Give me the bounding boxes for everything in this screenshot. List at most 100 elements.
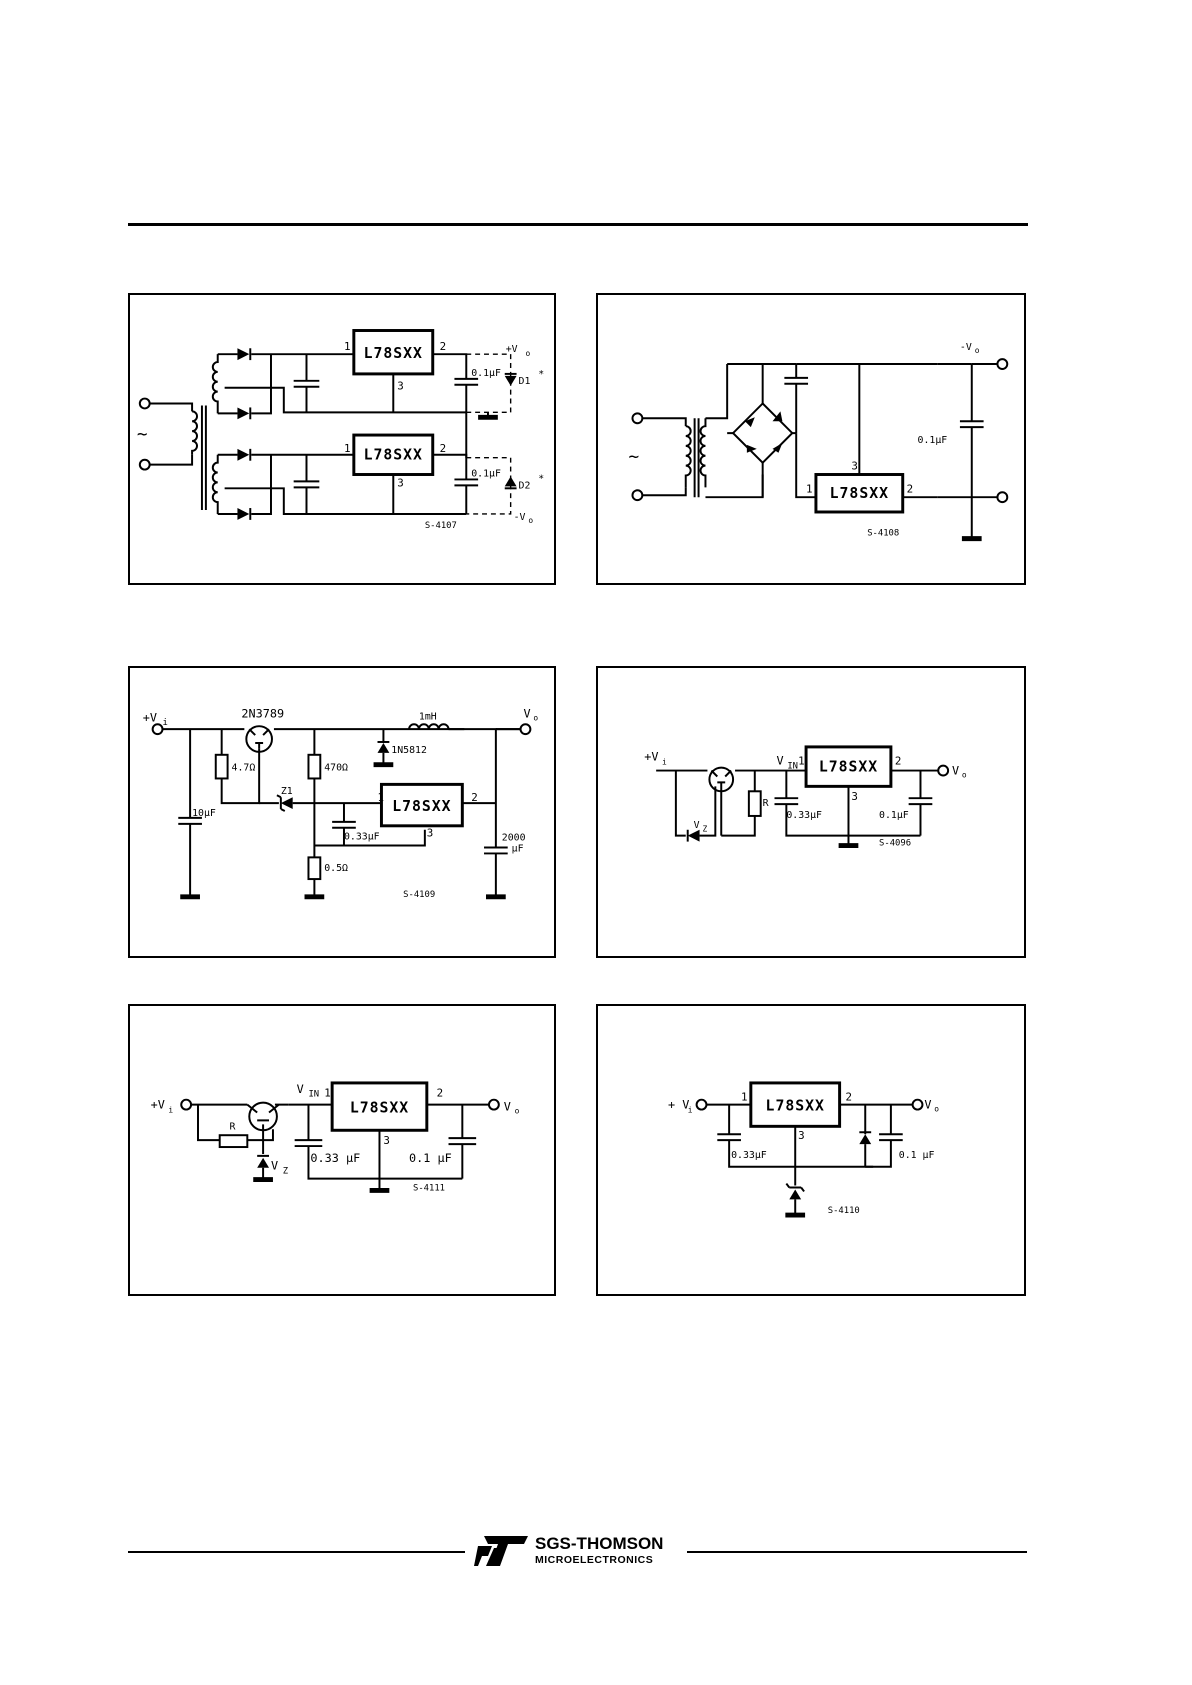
vin-label: V [776, 754, 783, 768]
regulator [749, 1081, 842, 1128]
vo-label: V [952, 764, 959, 778]
zener-z1 [280, 797, 293, 810]
out-neg-sub: o [528, 516, 533, 525]
regulator-label: L78SXX [766, 1098, 825, 1115]
pin3-bottom: 3 [397, 476, 404, 489]
output-terminal-neg [996, 358, 1009, 370]
diode-d-top1 [237, 348, 250, 361]
vo-sub: o [934, 1105, 939, 1114]
vi-label: +V [151, 1098, 165, 1112]
pin2: 2 [846, 1091, 853, 1104]
vo-label: V [924, 1098, 931, 1112]
vi-label: + V [668, 1098, 689, 1112]
input-terminal [695, 1098, 708, 1111]
brand-subtitle: MICROELECTRONICS [535, 1554, 654, 1566]
out-neg-sub: o [975, 346, 980, 355]
diode-label: 1N5812 [391, 745, 427, 756]
d1-star: * [538, 369, 544, 380]
pin3: 3 [427, 827, 434, 840]
vi-label: +V [143, 710, 157, 724]
cap-10uF [178, 729, 202, 897]
regulator [379, 782, 464, 828]
pin1: 1 [741, 1091, 748, 1104]
figure-code: S-4107 [425, 521, 457, 531]
out-pos-sub: o [525, 349, 530, 358]
cap-0.33-label: 0.33µF [786, 810, 822, 821]
reservoir-capacitor [784, 364, 809, 434]
cap-2000-unit: µF [512, 843, 524, 854]
figure-code: S-4108 [867, 529, 899, 539]
resistor-r [747, 790, 762, 817]
cap-2000uF [484, 846, 508, 855]
resistor-r [218, 1134, 249, 1149]
pin2: 2 [907, 482, 914, 495]
output-terminal [487, 1098, 500, 1111]
figure-code: S-4096 [879, 839, 911, 849]
vin-label: V [297, 1082, 304, 1096]
pin3: 3 [851, 790, 858, 803]
inductor-label: 1mH [419, 711, 437, 722]
vin-sub: IN [787, 762, 798, 772]
regulator [330, 1081, 429, 1132]
regulator-label: L78SXX [350, 1100, 409, 1117]
cap-0.1-label: 0.1µF [879, 810, 909, 821]
pin3-top: 3 [397, 380, 404, 393]
vz-sub: Z [283, 1167, 289, 1177]
resistor-0.5 [307, 856, 322, 881]
ac-terminal-bottom [138, 458, 151, 471]
d2-star: * [538, 473, 544, 484]
cap-0.1uF [879, 1133, 903, 1142]
pin2-top: 2 [440, 340, 447, 353]
d1-label: D1 [519, 376, 531, 387]
pin1-top: 1 [344, 340, 351, 353]
zener-vz [257, 1157, 270, 1168]
out-neg-label: -V [514, 512, 526, 523]
resistor-0.5-label: 0.5Ω [324, 863, 348, 874]
transformer-primary [684, 425, 692, 488]
regulator-top [352, 329, 435, 376]
pin3: 3 [798, 1129, 805, 1142]
ac-terminal-top [138, 397, 151, 410]
cap-0.33uF [706, 1103, 874, 1168]
pin1: 1 [806, 482, 813, 495]
pin1: 1 [378, 791, 385, 804]
transformer-core [200, 405, 207, 511]
output-terminal [996, 491, 1009, 504]
vz-label: V [271, 1159, 278, 1173]
out-neg-label: -V [960, 342, 972, 353]
regulator [804, 745, 893, 788]
cap-0.33uF [288, 1103, 463, 1180]
output-terminal [911, 1098, 924, 1111]
cap-label: 0.1µF [918, 435, 948, 446]
st-logo-icon [474, 1536, 528, 1566]
vo-sub: o [533, 713, 538, 722]
figure-code: S-4110 [828, 1206, 860, 1216]
vin-sub: IN [308, 1090, 319, 1100]
vi-sub: i [688, 1106, 693, 1115]
transformer-core [693, 418, 700, 498]
figure-code: S-4111 [413, 1183, 445, 1193]
vo-label: V [504, 1100, 511, 1114]
pin2: 2 [437, 1087, 444, 1100]
input-terminal [180, 1098, 193, 1111]
output-terminal [937, 764, 950, 777]
bridge-rectifier [731, 402, 794, 465]
diode-d2 [504, 476, 517, 487]
zener [789, 1189, 802, 1200]
cap-0.1uF-top [454, 377, 479, 386]
regulator-label: L78SXX [830, 485, 889, 502]
vz-label: V [694, 820, 700, 831]
ac-terminal-top [631, 412, 644, 425]
pin2: 2 [471, 791, 478, 804]
transformer-secondary-top [211, 354, 219, 414]
ac-terminal-bottom [631, 489, 644, 502]
resistor-4.7-label: 4.7Ω [232, 763, 256, 774]
brand-name: SGS-THOMSON [535, 1534, 664, 1553]
diode-protection [859, 1134, 872, 1145]
diode-d1 [504, 375, 517, 386]
cap-0.33-label: 0.33µF [731, 1150, 767, 1161]
footer-brand: SGS-THOMSON MICROELECTRONICS [470, 1534, 680, 1570]
cap-10uF-label: 10µF [192, 808, 216, 819]
pin1: 1 [324, 1087, 331, 1100]
regulator-label: L78SXX [392, 798, 451, 815]
